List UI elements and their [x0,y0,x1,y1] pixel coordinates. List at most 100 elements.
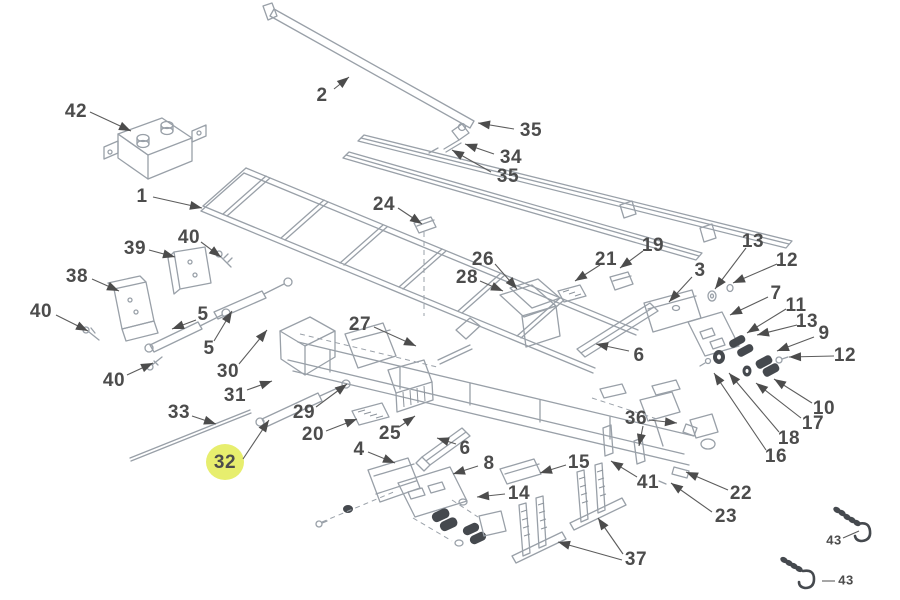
leader-line [728,372,780,433]
leader-arrowhead [452,150,465,160]
callout-label-10: 10 [813,398,835,419]
leader-arrowhead [558,540,571,550]
mount-brackets [82,246,233,371]
channel-and-hardware [315,457,542,547]
leader-arrowhead [733,274,746,283]
callout-label-40: 40 [103,370,125,391]
callout-label-31: 31 [224,385,246,406]
callout-label-13: 13 [796,311,818,332]
forks [511,462,627,564]
leader-arrowhead [669,290,681,302]
leader-arrowhead [453,466,466,475]
shim-plate [413,216,437,234]
leader-arrowhead [403,336,416,346]
leader-arrowhead [620,257,633,268]
callout-label-25: 25 [379,423,401,444]
callout-label-12: 12 [776,250,798,271]
pins-and-plates [599,379,698,485]
leader-arrowhead [118,121,131,131]
callout-label-15: 15 [568,452,590,473]
callout-label-7: 7 [770,283,781,304]
callout-label-12: 12 [834,345,856,366]
callout-label-28: 28 [456,267,478,288]
callout-label-13: 13 [742,231,764,252]
callout-label-4: 4 [353,439,364,460]
callout-label-39: 39 [124,238,146,259]
callout-label-8: 8 [483,453,494,474]
leader-arrowhead [730,305,743,315]
leader-arrowhead [465,143,478,153]
leader-arrowhead [162,249,175,259]
leader-arrowhead [714,373,725,386]
leader-arrowhead [715,276,726,289]
leader-arrowhead [777,342,790,351]
leader-arrowhead [189,200,202,210]
leader-arrowhead [344,419,357,428]
callout-label-27: 27 [349,314,371,335]
callout-label-43: 43 [826,532,841,547]
leader-arrowhead [334,384,347,395]
leader-arrowhead [611,461,624,472]
leader-arrowhead [382,454,395,463]
callout-label-23: 23 [715,506,737,527]
callout-label-38: 38 [66,266,88,287]
leader-arrowhead [255,330,267,343]
callout-label-34: 34 [500,147,522,168]
rail-pair [342,134,793,261]
leader-arrowhead [172,320,185,329]
leader-arrowhead [747,322,760,333]
leader-arrowhead [336,77,349,89]
pole-part [262,2,475,154]
leader-arrowhead [757,327,770,337]
callout-label-20: 20 [302,424,324,445]
callout-label-11: 11 [785,295,806,316]
callout-label-32: 32 [214,452,236,473]
callout-label-26: 26 [472,249,494,270]
callout-label-17: 17 [802,413,824,434]
callout-label-42: 42 [65,101,87,122]
leader-arrowhead [789,352,802,362]
leader-line [842,530,860,539]
callout-label-5: 5 [203,338,214,359]
chain-hooks [780,506,872,590]
hydraulic-cylinders [144,277,293,353]
leader-line [713,372,767,451]
leader-arrowhead [106,282,119,291]
leader-arrowhead [598,518,609,531]
callout-label-5: 5 [197,304,208,325]
leader-arrowhead [686,472,699,481]
callout-label-40: 40 [30,301,52,322]
callout-label-36: 36 [625,408,647,429]
callout-label-37: 37 [625,549,647,570]
subframe-assembly [279,232,719,466]
callout-label-35: 35 [520,120,542,141]
leader-arrowhead [575,270,588,281]
callout-label-9: 9 [818,323,829,344]
callout-label-2: 2 [316,85,327,106]
leader-arrowhead [203,415,216,425]
main-frame [200,167,639,374]
leader-arrowhead [596,342,609,351]
leader-arrowhead [140,363,153,373]
callout-label-18: 18 [778,428,800,449]
leader-arrowhead [671,483,684,494]
leader-arrowhead [409,213,422,224]
leader-arrowhead [402,416,415,427]
leader-arrowhead [221,311,232,324]
leader-arrowhead [774,379,787,390]
callout-label-33: 33 [168,402,190,423]
angle-rails [415,302,659,472]
callout-label-19: 19 [642,235,664,256]
leader-arrowhead [540,465,553,474]
callout-label-14: 14 [508,483,530,504]
leader-arrowhead [208,246,221,257]
callout-label-35: 35 [497,166,519,187]
leader-arrowhead [259,380,272,390]
callout-label-6: 6 [633,345,644,366]
callout-label-22: 22 [730,483,752,504]
leader-arrowhead [729,373,741,386]
callout-label-1: 1 [136,186,147,207]
